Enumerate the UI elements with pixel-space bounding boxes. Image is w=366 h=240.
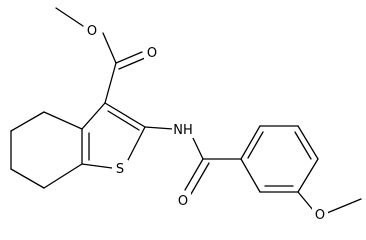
bond-c2-n <box>144 126 174 130</box>
bond-c3-c2-b <box>107 110 140 131</box>
bond-carbonyl-c-o-double-a <box>115 51 143 64</box>
bond-n-amide-c <box>192 137 204 160</box>
bond-amide-c-o-a <box>184 158 204 191</box>
bond-b4-b5 <box>297 158 319 193</box>
bond-b6-b1 <box>240 158 261 193</box>
atom-o-carbonyl-amide: O <box>178 194 188 209</box>
bond-amide-c-o-b <box>190 162 210 195</box>
bond-methyl-o-ester <box>55 7 84 27</box>
structure-diagram: O O NH S O O <box>10 7 362 223</box>
label-bg-nh <box>172 122 194 138</box>
bond-c3-c2-a <box>104 102 146 128</box>
bond-c3a-c4 <box>43 111 83 130</box>
label-bg-o-methoxy <box>312 206 328 222</box>
bond-o-methoxy-methyl <box>326 198 362 214</box>
label-bg-s <box>112 160 128 176</box>
atom-o-methoxy: O <box>315 208 325 223</box>
bond-b5-o-methoxy <box>297 191 314 211</box>
bond-b3-b4 <box>297 125 319 160</box>
bond-c2-s <box>127 126 146 161</box>
atom-o-carbonyl-ester: O <box>147 46 157 61</box>
atom-o-ether-ester: O <box>87 24 97 39</box>
atom-labels: O O NH S O O <box>84 22 328 223</box>
bond-o-ester-carbonyl-c <box>102 32 117 64</box>
bond-b1-b2-inner <box>247 131 264 159</box>
bond-c7-c7a <box>43 163 83 189</box>
bond-b3-b4-inner <box>294 131 312 160</box>
atom-n-amide: NH <box>173 123 193 138</box>
bond-s-c7a <box>81 163 113 169</box>
atom-s-thiophene: S <box>116 162 124 177</box>
bond-carbonyl-c-o-double-b <box>118 57 146 70</box>
label-bg-o-carbonyl <box>144 44 160 60</box>
bond-b1-b2 <box>240 125 261 160</box>
bond-c6-c7 <box>10 168 45 189</box>
bond-carbonyl-c-c3 <box>104 62 117 104</box>
bond-c4-c5 <box>10 111 45 132</box>
bonds <box>10 7 362 214</box>
label-bg-o-amide <box>175 192 191 208</box>
bond-c3-c3a <box>81 102 106 130</box>
label-bg-o-ether <box>84 22 100 38</box>
